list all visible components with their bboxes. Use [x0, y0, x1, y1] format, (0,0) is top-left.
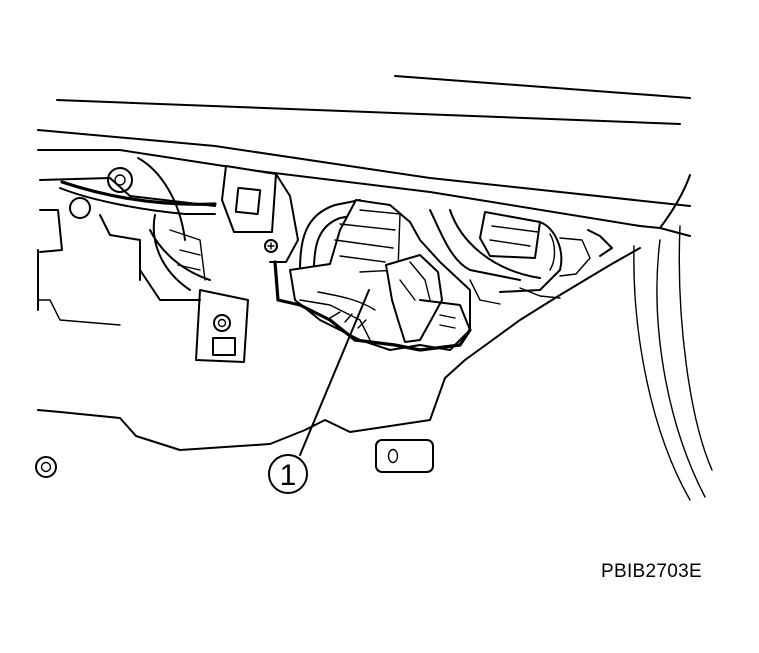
callout-1: 1	[268, 454, 308, 494]
cover-clip-slot	[375, 439, 434, 473]
component-1	[273, 199, 472, 352]
bracket-clip	[212, 337, 236, 356]
right-assembly	[429, 209, 613, 305]
figure-code: PBIB2703E	[601, 561, 702, 582]
callout-leader	[299, 289, 370, 456]
bracket-screw	[264, 239, 278, 253]
callout-1-label: 1	[280, 459, 297, 492]
center-bracket	[221, 165, 299, 263]
bolt	[213, 314, 231, 332]
harness-tube	[299, 199, 363, 271]
screw-hole	[35, 456, 57, 478]
left-assembly	[37, 157, 249, 363]
side-panel-lines	[633, 225, 713, 501]
